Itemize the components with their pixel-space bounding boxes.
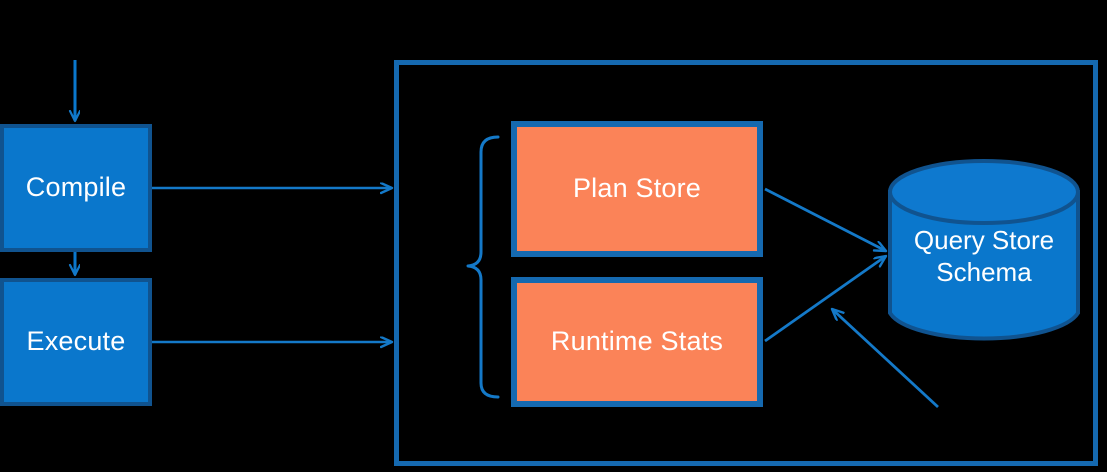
node-runtime-stats[interactable]: Runtime Stats <box>511 277 763 407</box>
plan-store-to-schema-arrow <box>764 187 886 253</box>
node-execute[interactable]: Execute <box>0 278 152 406</box>
grouping-brace <box>466 135 500 399</box>
node-runtime-stats-label: Runtime Stats <box>550 326 724 357</box>
node-execute-label: Execute <box>26 326 126 357</box>
node-plan-store-label: Plan Store <box>572 173 702 204</box>
runtime-stats-to-schema-arrow <box>764 256 886 343</box>
external-to-schema-arrow <box>832 309 939 409</box>
query-store-schema-cylinder <box>888 159 1080 341</box>
node-compile[interactable]: Compile <box>0 124 152 252</box>
query-store-boundary <box>394 60 1098 466</box>
node-compile-label: Compile <box>25 172 127 203</box>
node-plan-store[interactable]: Plan Store <box>511 121 763 257</box>
